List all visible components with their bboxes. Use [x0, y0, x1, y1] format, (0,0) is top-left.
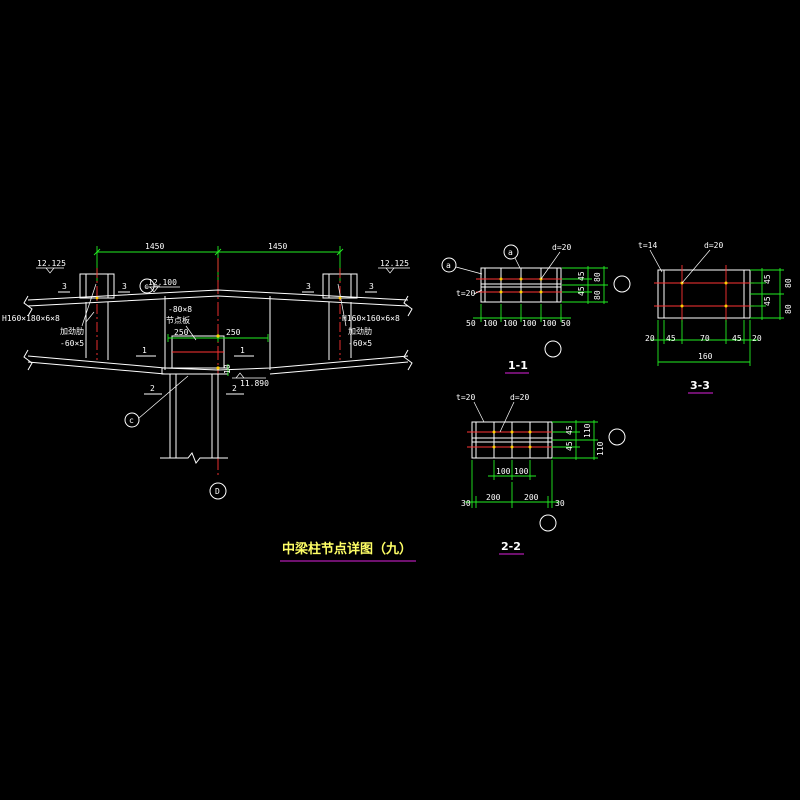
sec2-left: 2	[150, 384, 155, 393]
stiff-left-name: 加劲肋	[60, 326, 84, 336]
s11-dim-5: 50	[561, 319, 571, 328]
section-3-3: t=14 d=20 45 45 80 80 20 45 70 45 20 160…	[638, 241, 793, 394]
plate-name: 节点板	[166, 315, 190, 325]
elev-left: 12.125	[37, 259, 66, 268]
sec1-left: 1	[142, 346, 147, 355]
s11-bubble-bottom	[544, 340, 562, 358]
s22-bubble-right	[608, 428, 626, 446]
s11-dim-2: 100	[503, 319, 518, 328]
sec3-right-a: 3	[306, 282, 311, 291]
s33-dim-4: 20	[752, 334, 762, 343]
dim-10: 10	[223, 364, 232, 374]
s22-bolt-label: d=20	[510, 393, 529, 402]
s11-marker-a2-label: a	[508, 248, 513, 257]
axis-label-d: D	[215, 487, 220, 496]
s33-side-2: 80	[784, 278, 793, 288]
s11-dim-0: 50	[466, 319, 476, 328]
s33-title: 3-3	[690, 379, 710, 392]
s22-inner-1: 100	[514, 467, 529, 476]
s33-dim-3: 45	[732, 334, 742, 343]
s11-bolts	[499, 277, 543, 294]
drawing-title-block: 中梁柱节点详图（九）	[280, 541, 416, 562]
s22-bubble-bottom	[539, 514, 557, 532]
s11-bolt-label: d=20	[552, 243, 571, 252]
s11-side-2: 80	[593, 272, 602, 282]
sec2-right: 2	[232, 384, 237, 393]
axis-bubble-d	[209, 482, 227, 500]
s22-side-1: 45	[565, 441, 574, 451]
s22-dim-0: 30	[461, 499, 471, 508]
dim-top-right: 1450	[268, 242, 287, 251]
section-2-2: t=20 d=20 45 45 110 110 100 100 30 200 2…	[456, 393, 626, 555]
s22-dim-2: 200	[524, 493, 539, 502]
s22-dim-3: 30	[555, 499, 565, 508]
elev-right: 12.125	[380, 259, 409, 268]
stiff-right-name: 加劲肋	[348, 326, 372, 336]
marker-c-upper-label: c	[144, 282, 149, 291]
s11-marker-a1	[441, 257, 457, 273]
s33-side-3: 80	[784, 304, 793, 314]
s22-bolts	[492, 430, 532, 449]
s11-dim-1: 100	[483, 319, 498, 328]
s11-side-1: 45	[577, 286, 586, 296]
s11-bubble-right	[613, 275, 631, 293]
s33-side-0: 45	[763, 274, 772, 284]
s11-dim-3: 100	[522, 319, 537, 328]
main-elevation: 1450 1450 12.125 12.125 12.100	[2, 242, 413, 500]
s33-dim-2: 70	[700, 334, 710, 343]
marker-c-lower	[124, 412, 140, 428]
elev-mid: 12.100	[148, 278, 177, 287]
s22-t-label: t=20	[456, 393, 475, 402]
plate-size: -80×8	[168, 305, 192, 314]
beam-left-label: H160×180×6×8	[2, 314, 60, 323]
stiff-left-size: -60×5	[60, 339, 84, 348]
elev-bottom: 11.890	[240, 379, 269, 388]
drawing-title: 中梁柱节点详图（九）	[282, 541, 412, 557]
s33-overall: 160	[698, 352, 713, 361]
s11-side-3: 80	[593, 290, 602, 300]
s22-dim-1: 200	[486, 493, 501, 502]
s22-side-3: 110	[596, 441, 605, 456]
beam-right-label: H160×160×6×8	[342, 314, 400, 323]
s11-dim-4: 100	[542, 319, 557, 328]
s33-side-1: 45	[763, 296, 772, 306]
s11-side-0: 45	[577, 271, 586, 281]
s22-side-0: 45	[565, 425, 574, 435]
s33-dim-1: 45	[666, 334, 676, 343]
sec3-left-a: 3	[62, 282, 67, 291]
stiff-right-size: -60×5	[348, 339, 372, 348]
s22-side-2: 110	[583, 423, 592, 438]
s33-t-label: t=14	[638, 241, 657, 250]
sec3-left-b: 3	[122, 282, 127, 291]
dim-250-b: 250	[226, 328, 241, 337]
s33-bolts	[680, 281, 728, 308]
s22-title: 2-2	[501, 540, 521, 553]
section-1-1: a a d=20 t=20 50 100 100 100 100 50 45 4…	[441, 243, 631, 374]
marker-c-lower-label: c	[129, 416, 134, 425]
s33-bolt-label: d=20	[704, 241, 723, 250]
s22-inner-0: 100	[496, 467, 511, 476]
sec1-right: 1	[240, 346, 245, 355]
dim-top-left: 1450	[145, 242, 164, 251]
s11-t-label: t=20	[456, 289, 475, 298]
sec3-right-b: 3	[369, 282, 374, 291]
dim-250-a: 250	[174, 328, 189, 337]
s33-dim-0: 20	[645, 334, 655, 343]
s11-title: 1-1	[508, 359, 528, 372]
s11-marker-a1-label: a	[446, 261, 451, 270]
s11-marker-a2	[503, 244, 519, 260]
